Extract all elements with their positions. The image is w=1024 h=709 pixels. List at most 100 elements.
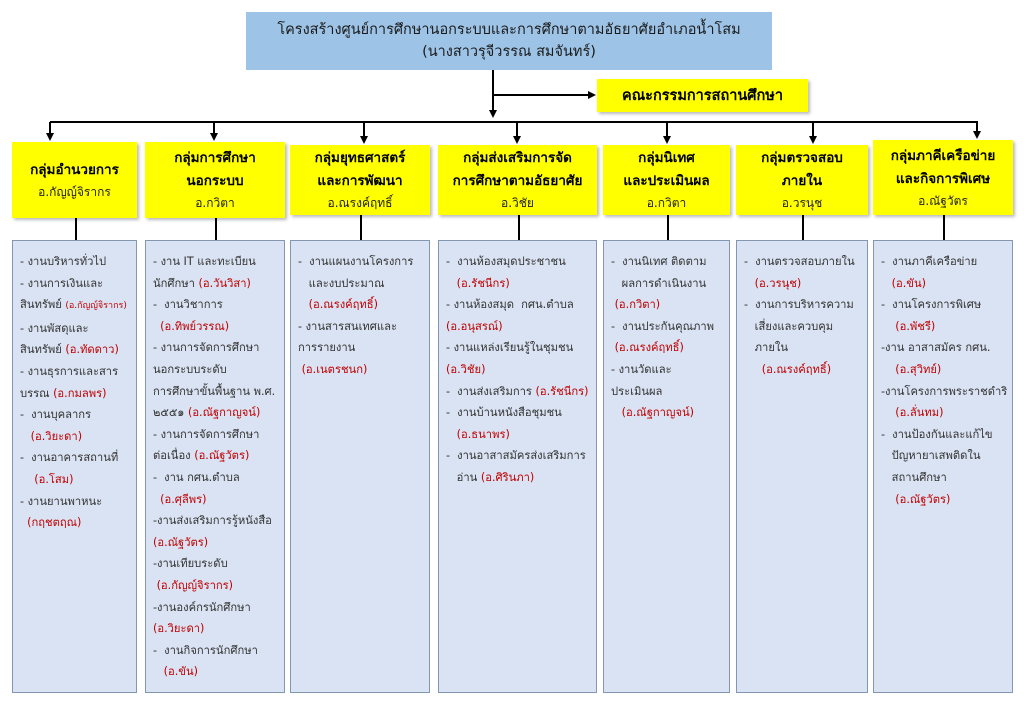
task-text xyxy=(881,363,895,376)
task-text: -งานโครงการพระราชดำริ xyxy=(881,384,1008,398)
responsible-person: (อ.วิชัย) xyxy=(446,362,486,376)
task-line: - งานการจัดการศึกษา xyxy=(153,424,280,446)
responsible-person: (อ.ณัฐวัตร) xyxy=(194,449,250,463)
task-text: - งานตรวจสอบภายใน xyxy=(744,255,855,268)
task-line: - งานบ้านหนังสือชุมชน xyxy=(446,402,592,424)
group-header: กลุ่มตรวจสอบภายในอ.วรนุช xyxy=(736,145,868,215)
task-line: - งานวัดและ xyxy=(611,359,725,381)
task-text: -งานองค์กรนักศึกษา xyxy=(153,600,251,614)
group-task-panel: - งาน IT และทะเบียนนักศึกษา (อ.วันวิสา)-… xyxy=(145,240,285,693)
task-text: ปัญหายาเสพติดใน xyxy=(881,449,981,463)
director-name: (นางสาวรุจีวรรณ สมจันทร์) xyxy=(422,44,596,60)
task-line: - งานแหล่งเรียนรู้ในชุมชน xyxy=(446,337,592,359)
task-text: - งานธุรการและสาร xyxy=(20,364,119,378)
task-text: - งานประกันคุณภาพ xyxy=(611,319,714,333)
connector-line xyxy=(492,70,494,112)
connector-line xyxy=(49,122,51,134)
task-text: สถานศึกษา xyxy=(881,470,947,484)
group-task-panel: - งานห้องสมุดประชาชน (อ.รัชนีกร) - งานห้อ… xyxy=(438,240,597,693)
responsible-person: (อ.วันวิสา) xyxy=(198,276,251,290)
org-title: โครงสร้างศูนย์การศึกษานอกระบบและการศึกษา… xyxy=(277,22,741,38)
task-line: - งานอาคารสถานที่ xyxy=(20,447,132,469)
task-text xyxy=(881,277,892,290)
arrow-down-icon xyxy=(973,131,981,139)
task-text: - งานแผนงานโครงการ xyxy=(298,255,414,268)
task-text xyxy=(744,363,762,376)
task-line: (อ.ณัฐวัตร) xyxy=(881,489,1008,511)
task-line: (อ.วิยะดา) xyxy=(20,426,132,448)
task-text xyxy=(881,320,895,333)
connector-line xyxy=(802,215,804,240)
group-title: และประเมินผล xyxy=(623,173,710,189)
task-line: (อ.อนุสรณ์) xyxy=(446,316,592,338)
task-line: (อ.ทิพย์วรรณ) xyxy=(153,316,280,338)
group-leader: อ.กวิตา xyxy=(646,196,687,210)
task-text: - งานบ้านหนังสือชุมชน xyxy=(446,406,562,420)
task-text xyxy=(446,277,457,290)
responsible-person: (อ.กัญญ์จิรากร) xyxy=(65,301,127,312)
arrow-down-icon xyxy=(663,136,671,144)
task-text: - งานสารสนเทศและ xyxy=(298,319,397,333)
task-line: - งานการจัดการศึกษา xyxy=(153,337,280,359)
responsible-person: (อ.ธนาพร) xyxy=(456,427,510,441)
group-title: กลุ่มการศึกษา xyxy=(174,150,256,166)
responsible-person: (อ.ศุลีพร) xyxy=(160,492,207,506)
task-line: - งานบุคลากร xyxy=(20,404,132,426)
task-line: - งาน IT และทะเบียน xyxy=(153,251,280,273)
task-line: สินทรัพย์ (อ.กัญญ์จิรากร) xyxy=(20,294,132,318)
task-line: - งานป้องกันและแก้ไข xyxy=(881,424,1008,446)
task-line: - งานนิเทศ ติดตาม xyxy=(611,251,725,273)
task-line: (อ.โสม) xyxy=(20,469,132,491)
task-text: - งานยานพาหนะ xyxy=(20,494,103,508)
task-text: - งานบริหารทั่วไป xyxy=(20,255,107,268)
task-line: - งาน กศน.ตำบล xyxy=(153,467,280,489)
connector-line xyxy=(667,215,669,240)
responsible-person: (อ.ลั่นทม) xyxy=(895,406,944,420)
responsible-person: (อ.เนตรชนก) xyxy=(301,362,368,376)
task-text: - งานห้องสมุด กศน.ตำบล xyxy=(446,298,574,312)
responsible-person: (อ.วรนุช) xyxy=(754,276,802,290)
task-text: - งานอาสาสมัครส่งเสริมการ xyxy=(446,449,586,463)
task-text: - งานวัดและ xyxy=(611,362,672,376)
responsible-person: (อ.สุวิทย์) xyxy=(895,362,942,376)
task-text: ภายใน xyxy=(744,341,788,355)
task-line: (อ.ณัฐวัตร) xyxy=(153,532,280,554)
group-task-panel: - งานแผนงานโครงการ และงบประมาณ (อ.ณรงค์ฤ… xyxy=(290,240,430,693)
task-line: - งานอาสาสมัครส่งเสริมการ xyxy=(446,445,592,467)
group-title: กลุ่มนิเทศ xyxy=(638,150,695,166)
task-line: - งานส่งเสริมการ (อ.รัชนีกร) xyxy=(446,381,592,403)
arrow-down-icon xyxy=(46,133,54,141)
task-text: - งานห้องสมุดประชาชน xyxy=(446,255,566,268)
group-title: กลุ่มส่งเสริมการจัด xyxy=(463,150,572,166)
responsible-person: (อ.ณัฐกาญจน์) xyxy=(621,406,695,420)
task-line: - งานประกันคุณภาพ xyxy=(611,316,725,338)
task-line: (กฤชตฤณ) xyxy=(20,512,132,534)
task-line: - งานสารสนเทศและ xyxy=(298,316,425,338)
arrow-down-icon xyxy=(809,136,817,144)
task-text: ประเมินผล xyxy=(611,384,663,398)
group-header: กลุ่มอำนวยการอ.กัญญ์จิรากร xyxy=(12,142,137,218)
task-line: สินทรัพย์ (อ.ทัดดาว) xyxy=(20,339,132,361)
task-line: นอกระบบระดับ xyxy=(153,359,280,381)
task-line: (อ.ลั่นทม) xyxy=(881,402,1008,424)
task-line: (อ.รัชนีกร) xyxy=(446,273,592,295)
task-text xyxy=(298,298,309,311)
task-line: (อ.กวิตา) xyxy=(611,294,725,316)
group-leader: อ.กัญญ์จิรากร xyxy=(38,184,111,199)
task-text xyxy=(611,406,622,419)
task-line: - งานตรวจสอบภายใน xyxy=(744,251,863,273)
responsible-person: (อ.กวิตา) xyxy=(614,298,661,312)
task-line: บรรณ (อ.กมลพร) xyxy=(20,383,132,405)
responsible-person: (อ.ณัฐกาญจน์) xyxy=(187,406,261,420)
task-text: - งานบุคลากร xyxy=(20,408,92,422)
responsible-person: (อ.ทิพย์วรรณ) xyxy=(160,319,230,333)
group-header: กลุ่มส่งเสริมการจัดการศึกษาตามอัธยาศัยอ.… xyxy=(438,145,597,215)
group-header: กลุ่มภาคีเครือข่ายและกิจการพิเศษอ.ณัฐวัต… xyxy=(873,140,1013,215)
task-line: ต่อเนื่อง (อ.ณัฐวัตร) xyxy=(153,445,280,467)
task-line: - งานกิจการนักศึกษา xyxy=(153,640,280,662)
arrow-down-icon xyxy=(360,136,368,144)
task-text xyxy=(881,493,895,506)
task-line: ๒๕๕๑ (อ.ณัฐกาญจน์) xyxy=(153,402,280,424)
connector-line xyxy=(213,122,215,134)
group-leader: อ.วิชัย xyxy=(501,196,534,210)
